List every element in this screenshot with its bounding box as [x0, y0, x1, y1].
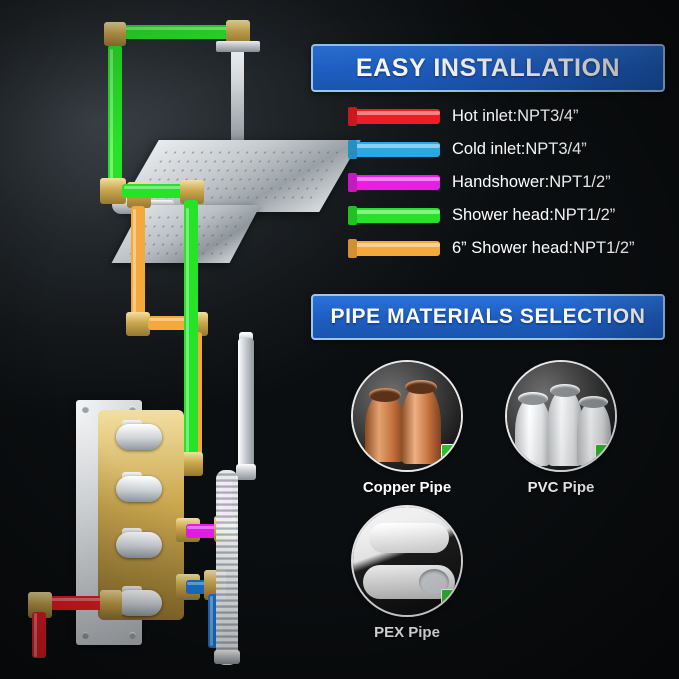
handshower-connector [236, 464, 256, 480]
pipe-green-cross [122, 184, 184, 198]
handle-1[interactable] [116, 424, 162, 450]
pipe-swatch-icon [352, 175, 440, 190]
material-label: Copper Pipe [362, 479, 452, 496]
banner-easy-installation: EASY INSTALLATION [311, 44, 665, 92]
check-mark-icon: ✔ [595, 444, 615, 466]
material-card-pex: ✔ PEX Pipe [351, 505, 463, 641]
copper-tube-1 [365, 392, 405, 462]
legend-item-handshower: Handshower:NPT1/2” [352, 166, 672, 199]
pipe-swatch-icon [352, 109, 440, 124]
pipe-swatch-icon [352, 142, 440, 157]
banner-pipe-materials-selection: PIPE MATERIALS SELECTION [311, 294, 665, 340]
pipe-orange-horizontal [148, 316, 188, 330]
hose-end-nut [214, 650, 240, 664]
pipe-green-main-riser [184, 200, 198, 460]
handle-4[interactable] [116, 590, 162, 616]
fitting-red-panel [100, 590, 122, 618]
handle-3[interactable] [116, 532, 162, 558]
elbow-top-left [104, 22, 126, 46]
pipe-legend: Hot inlet:NPT3/4” Cold inlet:NPT3/4” Han… [352, 100, 672, 265]
pvc-pipe-photo: ✔ [505, 360, 617, 472]
handshower-wand [238, 338, 254, 468]
legend-label: 6” Shower head:NPT1/2” [452, 239, 635, 257]
pipe-swatch-icon [352, 208, 440, 223]
legend-label: Handshower:NPT1/2” [452, 173, 611, 191]
legend-item-cold-inlet: Cold inlet:NPT3/4” [352, 133, 672, 166]
legend-item-six-inch-head: 6” Shower head:NPT1/2” [352, 232, 672, 265]
check-mark-icon: ✔ [441, 444, 461, 466]
copper-bore-1 [369, 388, 401, 402]
pvc-bore-1 [518, 392, 548, 405]
legend-item-hot-inlet: Hot inlet:NPT3/4” [352, 100, 672, 133]
copper-pipe-photo: ✔ [351, 360, 463, 472]
handshower-hose [216, 470, 238, 665]
riser-to-rain-head [231, 46, 244, 146]
pvc-bore-3 [579, 396, 608, 408]
material-card-copper: ✔ Copper Pipe [351, 360, 463, 496]
legend-label: Shower head:NPT1/2” [452, 206, 616, 224]
material-card-pvc: ✔ PVC Pipe [505, 360, 617, 496]
pipe-green-top [110, 25, 238, 39]
pipe-swatch-icon [352, 241, 440, 256]
material-label: PVC Pipe [527, 479, 595, 496]
pex-pipe-photo: ✔ [351, 505, 463, 617]
pipe-red-drop [32, 612, 46, 658]
copper-bore-2 [405, 380, 437, 394]
rain-head-arm-plate [216, 41, 260, 52]
material-label: PEX Pipe [374, 624, 440, 641]
check-mark-icon: ✔ [441, 589, 461, 611]
legend-item-shower-head: Shower head:NPT1/2” [352, 199, 672, 232]
panel-screw-br [129, 632, 136, 639]
elbow-orange-bottom [126, 312, 150, 336]
panel-screw-tl [82, 406, 89, 413]
legend-label: Cold inlet:NPT3/4” [452, 140, 587, 158]
pvc-tube-1 [515, 396, 551, 466]
legend-label: Hot inlet:NPT3/4” [452, 107, 579, 125]
pvc-bore-2 [550, 384, 580, 397]
pipe-green-riser-left [108, 45, 122, 185]
copper-tube-2 [401, 384, 441, 464]
pex-tube-top [369, 523, 449, 553]
panel-screw-bl [82, 632, 89, 639]
pipe-orange-riser [131, 206, 145, 316]
handle-2[interactable] [116, 476, 162, 502]
